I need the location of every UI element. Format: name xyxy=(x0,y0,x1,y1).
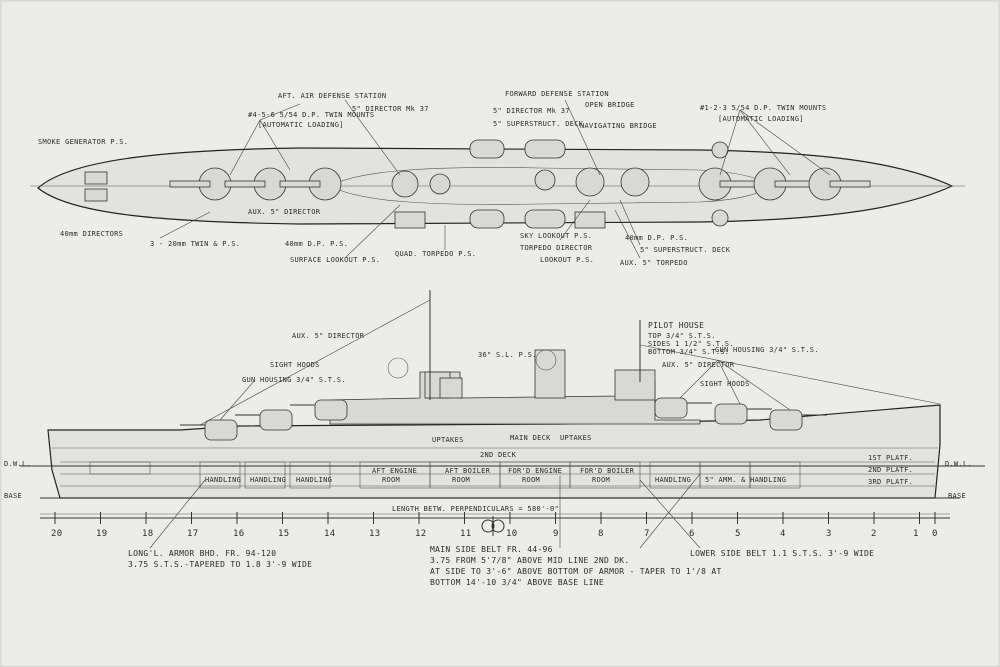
frame-label: 0 xyxy=(932,529,938,539)
label-main-deck: MAIN DECK xyxy=(510,434,551,442)
label-aux-director-fwd: AUX. 5" DIRECTOR xyxy=(662,361,735,369)
label-navigating-bridge: NAVIGATING BRIDGE xyxy=(580,122,657,130)
frame-label: 1 xyxy=(913,529,919,539)
label-super-deck2: 5" SUPERSTRUCT. DECK xyxy=(640,246,731,254)
label-sl-ps: 36" S.L. P.S. xyxy=(478,351,537,359)
label-director-37: 5" DIRECTOR Mk 37 xyxy=(352,105,429,113)
frame-label: 4 xyxy=(780,529,786,539)
plan-view xyxy=(30,99,965,259)
label-third-platform: 3RD PLATF. xyxy=(868,478,913,486)
label-open-bridge: OPEN BRIDGE xyxy=(585,101,635,109)
label-uptakes-aft: UPTAKES xyxy=(432,436,464,444)
label-base-fwd: BASE xyxy=(948,492,966,500)
label-aux-director-profile: AUX. 5" DIRECTOR xyxy=(292,332,365,340)
label-pilot-house: PILOT HOUSE xyxy=(648,321,704,330)
label-pilot-sides: SIDES 1 1/2" S.T.S. xyxy=(648,340,734,348)
label-dwl-aft: D.W.L. xyxy=(4,460,31,468)
label-gun-housing-aft: GUN HOUSING 3/4" S.T.S. xyxy=(242,376,346,384)
frame-label: 2 xyxy=(871,529,877,539)
label-room: ROOM xyxy=(382,476,400,484)
turrets-aft-profile xyxy=(180,399,348,441)
frame-label: 3 xyxy=(826,529,832,539)
frame-label: 7 xyxy=(644,529,650,539)
label-lookout: LOOKOUT P.S. xyxy=(540,256,594,264)
label-handling: HANDLING xyxy=(250,476,286,484)
frame-label: 5 xyxy=(735,529,741,539)
frame-label: 19 xyxy=(96,529,107,539)
label-quad-torpedo: QUAD. TORPEDO P.S. xyxy=(395,250,476,258)
label-handling: HANDLING xyxy=(655,476,691,484)
frame-label: 9 xyxy=(553,529,559,539)
frame-label: 12 xyxy=(415,529,426,539)
label-handling: HANDLING xyxy=(205,476,241,484)
label-base-aft: BASE xyxy=(4,492,22,500)
frame-label: 11 xyxy=(460,529,471,539)
label-room: ROOM xyxy=(592,476,610,484)
label-aft-air-defense: AFT. AIR DEFENSE STATION xyxy=(278,92,386,100)
label-mounts-456: #4-5-6 5/54 D.P. TWIN MOUNTS xyxy=(248,111,374,119)
label-sight-hoods: SIGHT HOODS xyxy=(270,361,320,369)
label-aa-40mm: 40mm D.P. P.S. xyxy=(285,240,348,248)
note-main-belt-3: AT SIDE TO 3'-6" ABOVE BOTTOM OF ARMOR -… xyxy=(430,567,722,576)
label-auto-loading-fwd: [AUTOMATIC LOADING] xyxy=(718,115,804,123)
frame-label: 15 xyxy=(278,529,289,539)
frame-label: 16 xyxy=(233,529,244,539)
label-room: ROOM xyxy=(522,476,540,484)
label-gun-housing-fwd: GUN HOUSING 3/4" S.T.S. xyxy=(715,346,819,354)
label-surface-lookout: SURFACE LOOKOUT P.S. xyxy=(290,256,380,264)
frame-label: 13 xyxy=(369,529,380,539)
label-aa-40mm-fwd: 40mm D.P. P.S. xyxy=(625,234,688,242)
label-second-platform: 2ND PLATF. xyxy=(868,466,913,474)
frame-label: 18 xyxy=(142,529,153,539)
label-smoke-gen: SMOKE GENERATOR P.S. xyxy=(38,138,128,146)
label-aux-director-plan: AUX. 5" DIRECTOR xyxy=(248,208,321,216)
note-longl-armor-2: 3.75 S.T.S.-TAPERED TO 1.8 3'-9 WIDE xyxy=(128,560,312,569)
note-main-belt-1: MAIN SIDE BELT FR. 44-96 xyxy=(430,545,553,554)
frame-label: 17 xyxy=(187,529,198,539)
note-longl-armor-1: LONG'L. ARMOR BHD. FR. 94-120 xyxy=(128,549,276,558)
label-pilot-bottom: BOTTOM 3/4" S.T.S. xyxy=(648,348,729,356)
label-torpedo-director: TORPEDO DIRECTOR xyxy=(520,244,593,252)
label-second-deck: 2ND DECK xyxy=(480,451,517,459)
frame-label: 20 xyxy=(51,529,62,539)
label-dwl-fwd: D.W.L. xyxy=(945,460,972,468)
label-aux-torpedo: AUX. 5" TORPEDO xyxy=(620,259,688,267)
label-mounts-123: #1-2-3 5/54 D.P. TWIN MOUNTS xyxy=(700,104,826,112)
turrets-aft-plan xyxy=(169,167,342,201)
label-auto-loading-aft: [AUTOMATIC LOADING] xyxy=(258,121,344,129)
label-aa-20mm: 3 - 20mm TWIN & P.S. xyxy=(150,240,240,248)
note-main-belt-2: 3.75 FROM 5'7/8" ABOVE MID LINE 2ND DK. xyxy=(430,556,630,565)
turrets-fwd-profile xyxy=(654,397,827,431)
label-fwd-boiler: FOR'D BOILER xyxy=(580,467,635,475)
label-uptakes-fwd: UPTAKES xyxy=(560,434,592,442)
frame-ticks xyxy=(54,512,936,524)
label-sky-lookout: SKY LOOKOUT P.S. xyxy=(520,232,592,240)
label-pilot-top: TOP 3/4" S.T.S. xyxy=(648,332,716,340)
label-director-37b: 5" DIRECTOR Mk 37 xyxy=(493,107,570,115)
label-aft-engine: AFT ENGINE xyxy=(372,467,417,475)
note-lower-belt: LOWER SIDE BELT 1.1 S.T.S. 3'-9 WIDE xyxy=(690,549,874,558)
label-handling: HANDLING xyxy=(296,476,332,484)
label-handling-room: 5" AMM. & HANDLING xyxy=(705,476,786,484)
label-length-bp: LENGTH BETW. PERPENDICULARS = 580'-0" xyxy=(392,505,559,513)
label-aft-boiler: AFT BOILER xyxy=(445,467,491,475)
label-fwd-engine: FOR'D ENGINE xyxy=(508,467,562,475)
turrets-fwd-plan xyxy=(698,167,871,201)
frame-label: 10 xyxy=(506,529,517,539)
label-room: ROOM xyxy=(452,476,470,484)
label-first-platform: 1ST PLATF. xyxy=(868,454,913,462)
profile-view xyxy=(20,290,985,549)
frame-numbers: 20 19 18 17 16 15 14 13 12 11 10 9 8 7 6… xyxy=(51,529,938,539)
label-super-deck: 5" SUPERSTRUCT. DECK xyxy=(493,120,584,128)
frame-label: 14 xyxy=(324,529,335,539)
frame-label: 8 xyxy=(598,529,604,539)
label-forward-defense: FORWARD DEFENSE STATION xyxy=(505,90,609,98)
label-sight-hoods-fwd: SIGHT HOODS xyxy=(700,380,750,388)
frame-label: 6 xyxy=(689,529,695,539)
label-dir-40mm: 40mm DIRECTORS xyxy=(60,230,123,238)
note-main-belt-4: BOTTOM 14'-10 3/4" ABOVE BASE LINE xyxy=(430,578,604,587)
